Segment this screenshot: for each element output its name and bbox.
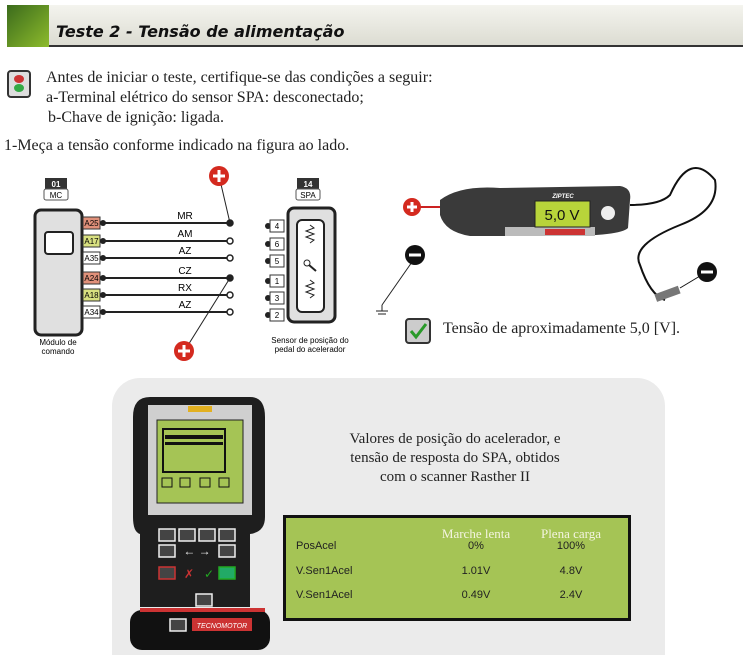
cell: 4.8V [559, 565, 583, 577]
multimeter-reading: 5,0 V [544, 207, 579, 224]
wire-terminal [226, 237, 234, 245]
wire-terminal [226, 291, 234, 299]
preconditions-intro: Antes de iniciar o teste, certifique-se … [46, 69, 433, 86]
multimeter-logo-icon [601, 206, 615, 220]
sensor-pin [269, 219, 285, 233]
header-accent-square [7, 5, 49, 47]
description-line: com o scanner Rasther II [380, 469, 530, 485]
plus-probe-icon [403, 198, 421, 216]
wire-color-label: AZ [179, 300, 192, 311]
module-pin-label: A25 [84, 219, 99, 228]
wire-terminal [226, 254, 234, 262]
sensor-code: SPA [300, 191, 316, 200]
cell: 0% [468, 540, 484, 552]
control-module [33, 208, 84, 337]
module-pin-label: A24 [84, 274, 99, 283]
sensor-caption: pedal do acelerador [275, 345, 346, 354]
wire-color-label: MR [177, 211, 193, 222]
sensor-pin-label: 2 [275, 311, 280, 320]
cell: 100% [556, 540, 586, 552]
scanner-logo: TECNOMOTOR [197, 623, 247, 630]
check-icon [405, 318, 431, 344]
module-pin-label: A18 [84, 291, 99, 300]
module-pin-label: A17 [84, 237, 99, 246]
wire-color-label: AZ [179, 246, 192, 257]
sensor-pin [269, 291, 285, 305]
cell: 2.4V [559, 589, 583, 601]
multimeter-display [534, 200, 591, 228]
minus-probe-icon [405, 245, 425, 265]
page-title: Teste 2 - Tensão de alimentação [56, 22, 345, 41]
multimeter-brand: ZIPTEC [551, 194, 574, 200]
sensor-pin-label: 4 [275, 222, 280, 231]
scanner-screen [156, 419, 244, 504]
module-caption: Módulo de [39, 338, 77, 347]
sensor-pin-label: 1 [275, 277, 280, 286]
plus-probe-icon [209, 166, 229, 186]
wire-color-label: AM [178, 229, 193, 240]
cell: V.Sen1Acel [296, 589, 353, 601]
sensor-pin [269, 254, 285, 268]
module-number-box [45, 178, 67, 189]
wire-color-label: CZ [178, 266, 191, 277]
svg-text:✓: ✓ [204, 567, 214, 581]
precondition-a: a-Terminal elétrico do sensor SPA: desco… [46, 89, 364, 106]
module-number: 01 [52, 180, 61, 189]
column-header: Plena carga [540, 526, 602, 541]
chip-icon [44, 231, 74, 255]
scanner-device: ← → ✗ ✓ TECNOMOTOR [130, 397, 270, 650]
module-pin-label: A34 [84, 308, 99, 317]
cell: PosAcel [296, 540, 337, 552]
description-line: tensão de resposta do SPA, obtidos [350, 450, 560, 466]
sensor-caption: Sensor de posição do [271, 336, 349, 345]
plus-probe-icon [174, 341, 194, 361]
wiring-diagram: 01 MC Módulo de comando A25A17A35A24A18A… [33, 166, 349, 361]
sensor-pin-label: 3 [275, 294, 280, 303]
traffic-light-icon [7, 70, 31, 98]
cell: 0.49V [461, 589, 491, 601]
ok-key [218, 566, 236, 580]
sensor-pin [269, 237, 285, 251]
wire-terminal [226, 308, 234, 316]
section-header [7, 5, 743, 47]
result-text: Tensão de aproximadamente 5,0 [V]. [443, 320, 681, 337]
potentiometer-icon [304, 224, 316, 299]
module-code: MC [50, 191, 63, 200]
minus-probe-icon [697, 262, 717, 282]
sensor-pin [269, 308, 285, 322]
module-caption: comando [42, 347, 75, 356]
sensor-pin [269, 274, 285, 288]
cell: V.Sen1Acel [296, 565, 353, 577]
step-1-instruction: 1-Meça a tensão conforme indicado na fig… [4, 137, 350, 154]
sensor-pin-label: 5 [275, 257, 280, 266]
cell: 1.01V [461, 565, 491, 577]
scanner-description: Valores de posição do acelerador, e tens… [310, 430, 600, 487]
svg-text:← →: ← → [183, 544, 210, 558]
svg-text:✗: ✗ [184, 567, 194, 581]
probe-cable [629, 167, 717, 301]
scanner-values-table: Marche lenta Plena carga PosAcel 0% 100% V… [283, 515, 631, 621]
column-header: Marche lenta [441, 526, 511, 541]
module-pin-label: A35 [84, 254, 99, 263]
multimeter-figure: 5,0 V ZIPTEC [376, 167, 717, 315]
ground-icon [376, 305, 388, 315]
wire-color-label: RX [178, 283, 192, 294]
sensor-pin-label: 6 [275, 240, 280, 249]
sensor-number: 14 [304, 180, 313, 189]
precondition-b: b-Chave de ignição: ligada. [48, 109, 224, 126]
cancel-key [158, 566, 176, 580]
description-line: Valores de posição do acelerador, e [349, 431, 561, 447]
